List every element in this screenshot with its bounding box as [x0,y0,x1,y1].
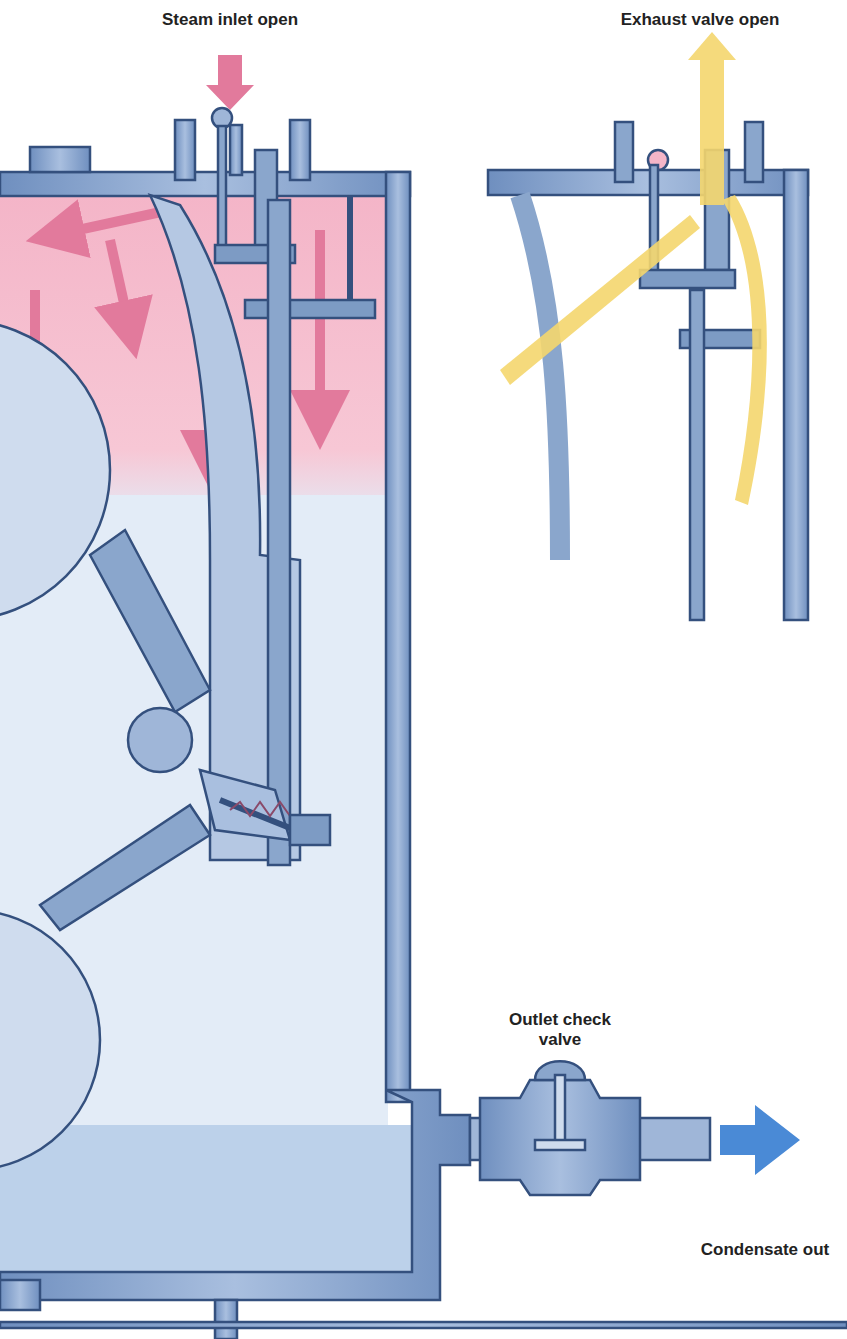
inlet-valve [212,108,375,318]
outlet-check-valve [470,1061,710,1195]
outlet-label: Condensate out [680,1240,847,1260]
float-assembly [0,320,330,1170]
steam-inlet-arrow [206,55,254,110]
outlet-flow-arrow [720,1105,800,1175]
exhaust-flow-arrows [500,32,767,505]
pump-body [0,120,847,1339]
exhaust-label: Exhaust valve open [595,10,805,30]
exhaust-valve-inset [488,122,808,620]
condensate-pool [0,1125,430,1275]
check-valve-label: Outlet check valve [500,1010,620,1050]
inlet-label: Steam inlet open [130,10,330,30]
